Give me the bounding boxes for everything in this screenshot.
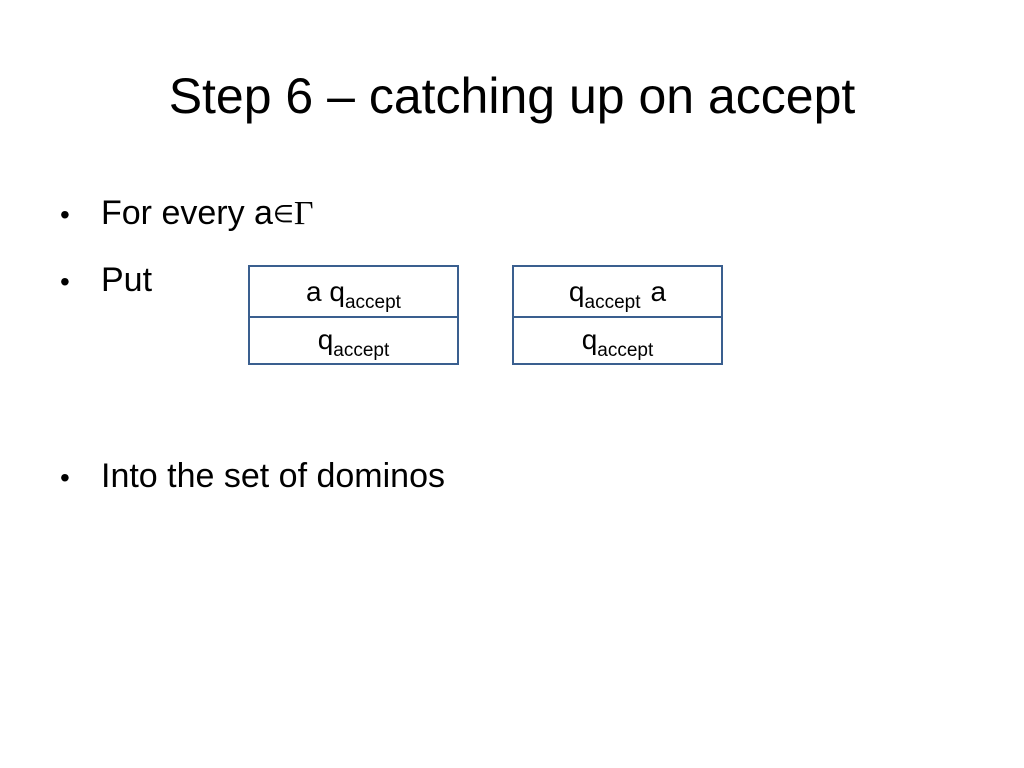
bullet-into-set-text: Into the set of dominos: [101, 457, 445, 495]
domino-1-top-main: a q: [306, 276, 345, 307]
slide-title: Step 6 – catching up on accept: [168, 68, 856, 124]
domino-1-bottom-main: q: [317, 324, 334, 355]
bullet-dot: •: [60, 462, 70, 493]
domino-2-top-main: q: [568, 276, 585, 307]
element-of-symbol: ∈: [272, 200, 294, 228]
gamma-symbol: Γ: [293, 195, 314, 232]
domino-1: a qaccept qaccept: [248, 265, 459, 365]
bullet-into-set: • Into the set of dominos: [60, 456, 445, 498]
domino-2-top-sub: accept: [584, 292, 641, 313]
domino-2-bottom-sub: accept: [597, 340, 654, 361]
domino-2-bottom-main: q: [581, 324, 598, 355]
bullet-dot: •: [60, 199, 70, 230]
bullet-for-every: • For every a∈Γ: [60, 193, 314, 235]
bullet-dot: •: [60, 266, 70, 297]
bullet-put-text: Put: [101, 261, 153, 299]
domino-1-top: a qaccept: [250, 267, 457, 316]
bullet-for-every-text: For every a: [101, 194, 273, 232]
domino-2-bottom: qaccept: [514, 316, 721, 365]
domino-1-bottom-sub: accept: [333, 340, 390, 361]
domino-2-top-post: a: [650, 276, 667, 307]
domino-1-top-sub: accept: [344, 292, 401, 313]
domino-1-bottom: qaccept: [250, 316, 457, 365]
bullet-put: • Put: [60, 260, 152, 302]
